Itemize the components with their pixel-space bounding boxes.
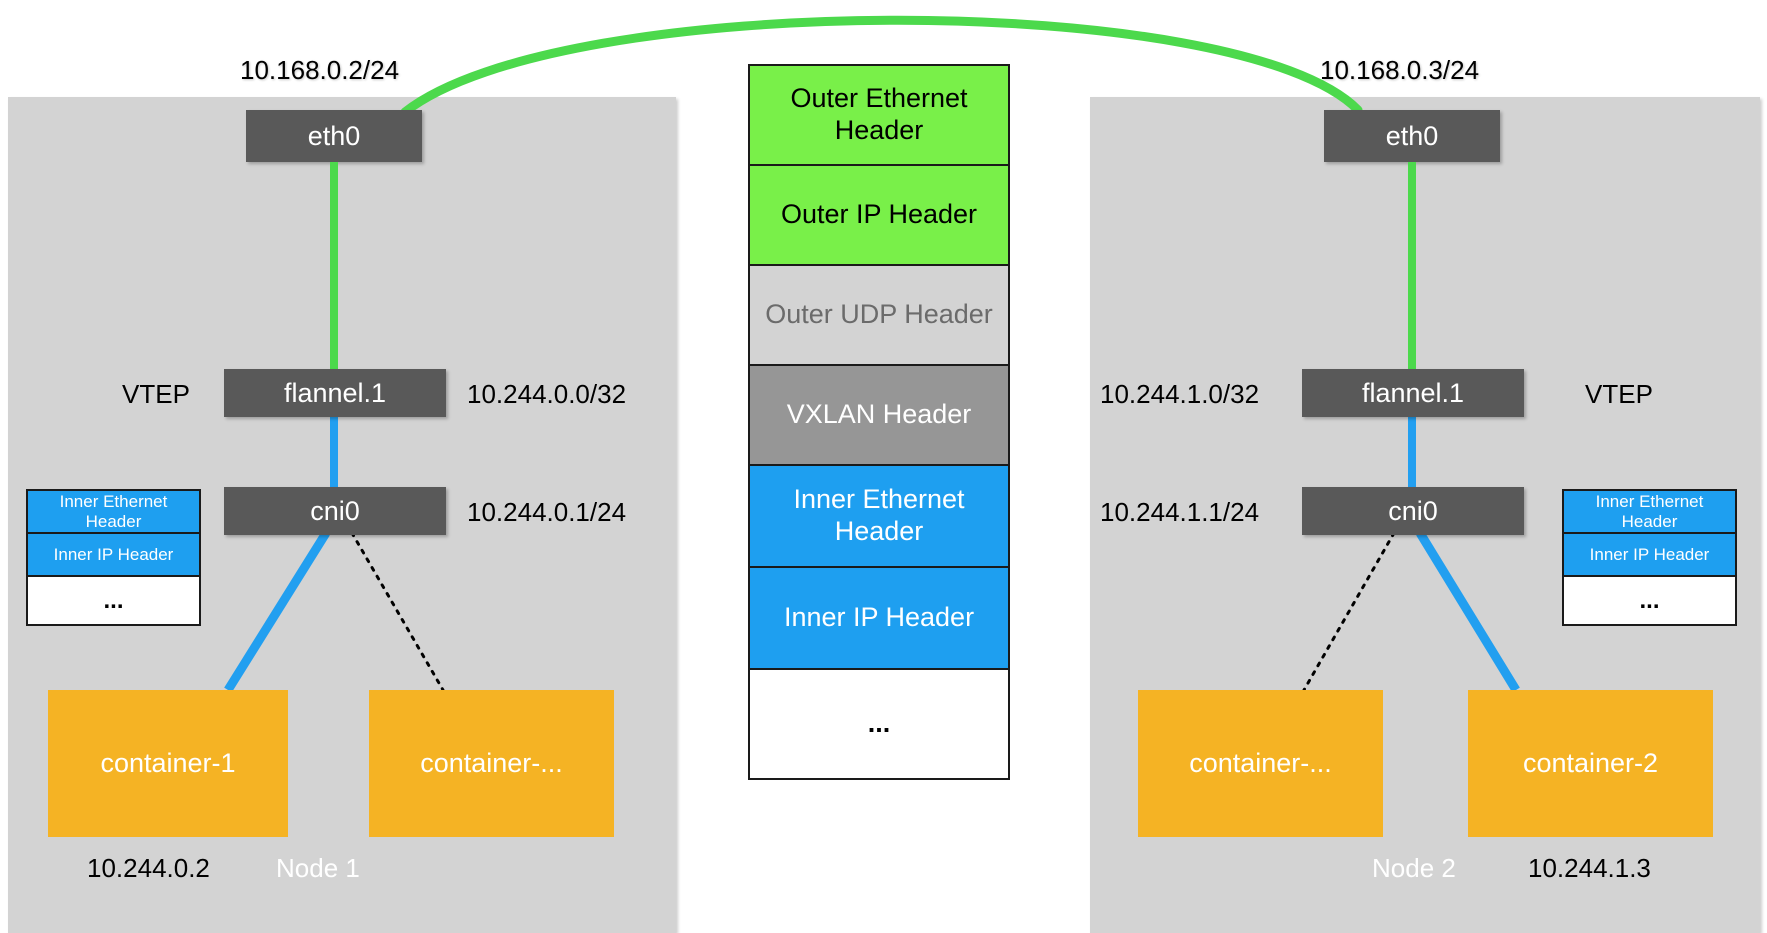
- node2-container-2[interactable]: container-2: [1468, 690, 1713, 837]
- packet-layer: Outer Ethernet Header: [750, 66, 1008, 166]
- node1-cni0-label: cni0: [310, 495, 360, 526]
- inset-packet-layer: Inner IP Header: [28, 534, 199, 577]
- node1-container-other-label: container-...: [420, 748, 563, 778]
- node2-eth0-address: 10.168.0.3/24: [1320, 55, 1480, 85]
- node2-flannel-label: flannel.1: [1361, 377, 1465, 408]
- inset-packet-layer: Inner IP Header: [1564, 534, 1735, 577]
- node1-eth0-address: 10.168.0.2/24: [240, 55, 400, 85]
- node2-name-label: Node 2: [1372, 853, 1456, 883]
- node2-flannel-box[interactable]: flannel.1: [1302, 369, 1524, 417]
- node2-eth0-label: eth0: [1385, 120, 1439, 151]
- inset-packet-layer-label: Inner Ethernet Header: [1595, 491, 1704, 531]
- node1-flannel-address: 10.244.0.0/32: [467, 379, 627, 409]
- node1-cni0-address: 10.244.0.1/24: [467, 497, 627, 527]
- node2-cni0-label: cni0: [1388, 495, 1438, 526]
- packet-layer-label: Inner IP Header: [783, 602, 975, 633]
- inset-packet-layer-label: ...: [1639, 586, 1660, 614]
- node1-flannel-label: flannel.1: [283, 377, 387, 408]
- node2-container-other-label: container-...: [1189, 748, 1332, 778]
- node1-name-label: Node 1: [276, 853, 360, 883]
- node1-eth0-box[interactable]: eth0: [246, 110, 422, 162]
- inset-packet-layer: ...: [28, 577, 199, 624]
- packet-layer-label: Outer IP Header: [780, 199, 978, 230]
- packet-layer: ...: [750, 670, 1008, 778]
- packet-layer-label: VXLAN Header: [786, 399, 972, 430]
- node1-eth0-label: eth0: [307, 120, 361, 151]
- inset-packet-layer-label: Inner Ethernet Header: [59, 491, 168, 531]
- node2-cni0-address: 10.244.1.1/24: [1100, 497, 1260, 527]
- node1-flannel-vtep-label: VTEP: [122, 379, 190, 409]
- node2-flannel-vtep-label: VTEP: [1585, 379, 1653, 409]
- node2-eth0-box[interactable]: eth0: [1324, 110, 1500, 162]
- node2-cni0-box[interactable]: cni0: [1302, 487, 1524, 535]
- node1-cni0-box[interactable]: cni0: [224, 487, 446, 535]
- packet-layer-label: Outer Ethernet Header: [790, 83, 968, 145]
- node2-container-2-address: 10.244.1.3: [1528, 853, 1651, 883]
- packet-layer-label: Outer UDP Header: [765, 299, 993, 330]
- packet-layer: Outer IP Header: [750, 166, 1008, 266]
- node1-container-1-label: container-1: [100, 748, 236, 778]
- inset-packet-layer-label: ...: [103, 586, 124, 614]
- node1-flannel-box[interactable]: flannel.1: [224, 369, 446, 417]
- packet-layer: VXLAN Header: [750, 366, 1008, 466]
- inset-packet-layer-label: Inner IP Header: [53, 544, 174, 564]
- node1-container-1[interactable]: container-1: [48, 690, 288, 837]
- packet-layer-label: ...: [867, 708, 891, 739]
- packet-layer: Inner Ethernet Header: [750, 466, 1008, 568]
- inset-packet-layer: Inner Ethernet Header: [1564, 491, 1735, 534]
- inset-packet-layer-label: Inner IP Header: [1589, 544, 1710, 564]
- inset-packet-layer: ...: [1564, 577, 1735, 624]
- node1-container-1-address: 10.244.0.2: [87, 853, 210, 883]
- node2-container-other[interactable]: container-...: [1138, 690, 1383, 837]
- packet-layer-label: Inner Ethernet Header: [793, 484, 965, 546]
- inset-packet-layer: Inner Ethernet Header: [28, 491, 199, 534]
- packet-layer: Outer UDP Header: [750, 266, 1008, 366]
- packet-layer: Inner IP Header: [750, 568, 1008, 670]
- node2-container-2-label: container-2: [1522, 748, 1659, 778]
- node1-container-other[interactable]: container-...: [369, 690, 614, 837]
- node2-flannel-address: 10.244.1.0/32: [1100, 379, 1260, 409]
